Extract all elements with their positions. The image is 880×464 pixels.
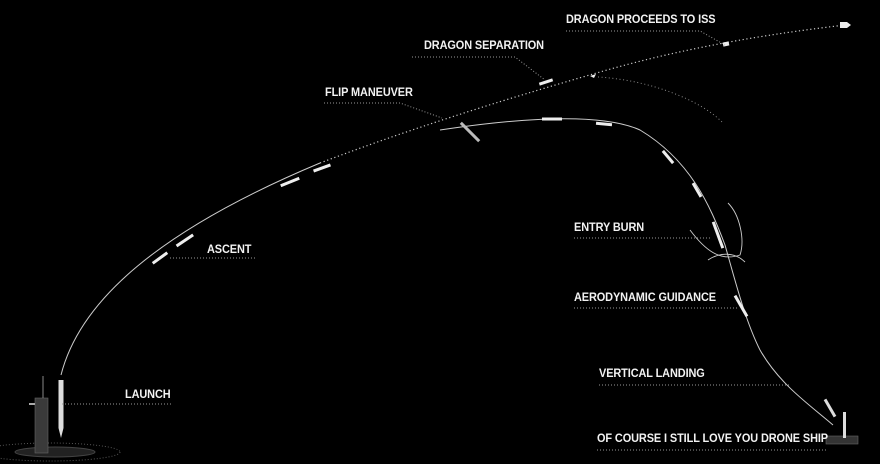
rocket-launch-icon [58,380,64,438]
label-dragon-separation: DRAGON SEPARATION [424,40,544,52]
booster-return-path [439,118,834,426]
drone-ship-icon [823,398,859,445]
leader-lines [62,30,828,451]
dragon-capsule-iss-icon [840,22,851,28]
label-aerodynamic-guidance: AERODYNAMIC GUIDANCE [574,292,716,304]
label-flip-maneuver: FLIP MANEUVER [325,87,413,99]
label-ascent: ASCENT [207,244,252,256]
second-stage-path [597,76,723,123]
dragon-capsule-icon [722,41,730,47]
label-dragon-proceeds-to-iss: DRAGON PROCEEDS TO ISS [566,14,716,26]
label-entry-burn: ENTRY BURN [574,222,645,234]
label-vertical-landing: VERTICAL LANDING [599,368,705,380]
launch-tower [34,397,49,454]
label-drone-ship: OF COURSE I STILL LOVE YOU DRONE SHIP [597,433,829,445]
dragon-path [319,24,846,164]
ascent-path [60,162,321,376]
booster-markers [151,22,851,318]
launch-pad [0,376,121,462]
entry-burn-plume [689,202,743,258]
label-launch: LAUNCH [125,389,171,401]
